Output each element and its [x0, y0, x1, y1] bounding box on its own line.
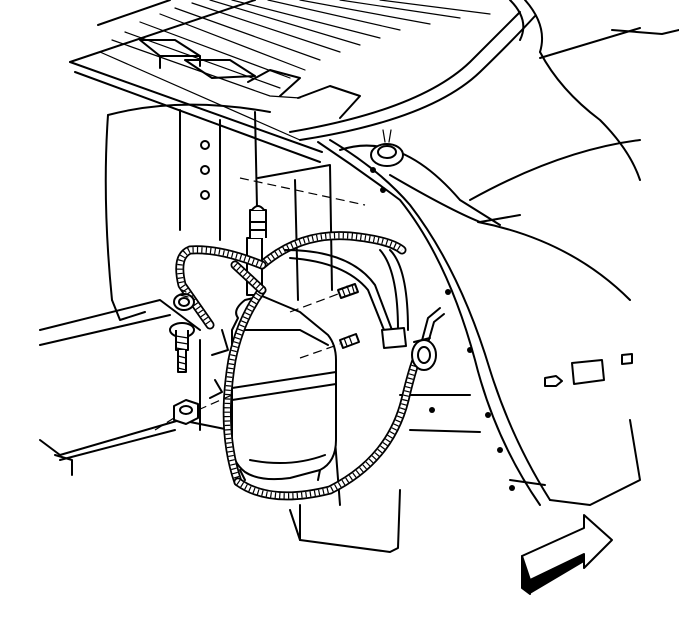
wiring-harness	[175, 231, 445, 501]
grommet-top	[370, 129, 404, 167]
nut	[154, 394, 233, 431]
grommet-left	[173, 289, 195, 311]
direction-arrow-icon	[521, 514, 613, 595]
bolt	[169, 322, 195, 373]
studs	[289, 283, 360, 359]
reservoir-bottle	[231, 205, 337, 481]
fender-panel	[317, 51, 641, 506]
grommet-right	[411, 337, 437, 371]
hood-panel	[69, 0, 679, 163]
radiator-support	[39, 103, 401, 553]
